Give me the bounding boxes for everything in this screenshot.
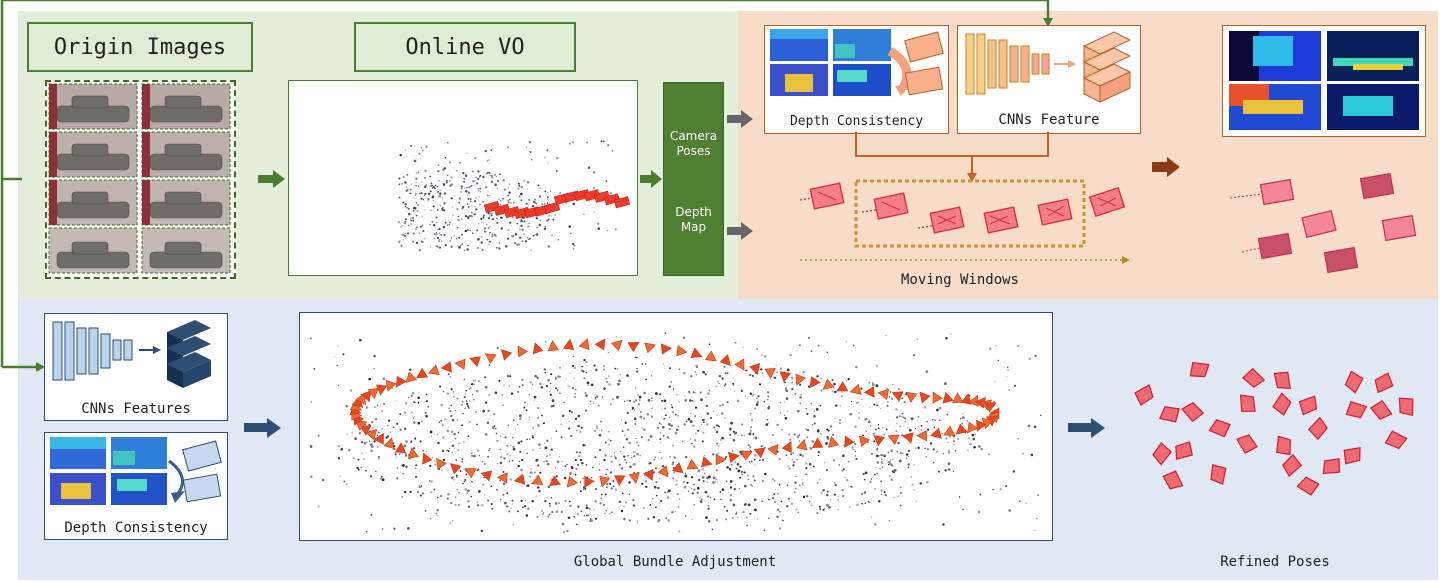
depth-maps-panel: [1222, 25, 1426, 137]
cnns-features-box-bottom: CNNs Features: [44, 313, 228, 421]
depth-consistency-box-top: Depth Consistency: [764, 25, 949, 134]
arrow-depth-out: [727, 222, 753, 240]
cnns-feature-box-top: CNNs Feature: [957, 25, 1141, 134]
gba-dense-points: [309, 332, 1042, 534]
colored-depth-maps: [1229, 31, 1419, 130]
tank-thumbnails: [48, 83, 231, 274]
origin-images-title: Origin Images: [27, 22, 253, 72]
pose-depth-column: Camera Poses Depth Map: [663, 82, 724, 276]
depth-consistency-bottom-label: Depth Consistency: [64, 520, 208, 536]
cnns-feature-top-label: CNNs Feature: [998, 112, 1100, 128]
online-vo-title-text: Online VO: [405, 34, 525, 60]
arrow-to-gba: [244, 418, 281, 438]
refined-poses-label: Refined Poses: [1220, 554, 1330, 570]
refined-poses: [1134, 361, 1414, 496]
vo-sparse-points: [397, 140, 631, 252]
depth-consistency-box-bottom: Depth Consistency: [44, 432, 228, 540]
curtain-accents: [49, 84, 150, 225]
global-ba-label: Global Bundle Adjustment: [573, 554, 777, 570]
moving-window-poses: [799, 179, 1130, 264]
scattered-poses-top: [1229, 172, 1417, 274]
cnn-layers-blue: [52, 320, 211, 388]
tank-shapes: [56, 95, 223, 269]
online-vo-pointcloud: [288, 80, 638, 276]
origin-images-title-text: Origin Images: [53, 34, 227, 60]
arrow-window-to-depth: [1152, 157, 1180, 177]
depth-maps-illustration: [770, 29, 944, 96]
online-vo-title: Online VO: [354, 22, 576, 72]
moving-windows-label: Moving Windows: [900, 272, 1019, 288]
arrow-vo-to-column: [640, 170, 662, 188]
cnns-features-bottom-label: CNNs Features: [81, 401, 191, 417]
depth-consistency-top-label: Depth Consistency: [789, 114, 924, 129]
cnn-layers-illustration: [965, 31, 1132, 103]
arrow-images-to-vo: [258, 170, 285, 188]
arrow-to-refined: [1068, 418, 1105, 438]
global-ba-pointcloud: [299, 312, 1053, 541]
depth-map-label: Depth Map: [675, 205, 712, 234]
depth-maps-blue: [50, 437, 222, 505]
camera-poses-label: Camera Poses: [669, 129, 718, 158]
arrow-poses-out: [727, 110, 753, 128]
boxes-to-window-connector: [855, 132, 1049, 182]
